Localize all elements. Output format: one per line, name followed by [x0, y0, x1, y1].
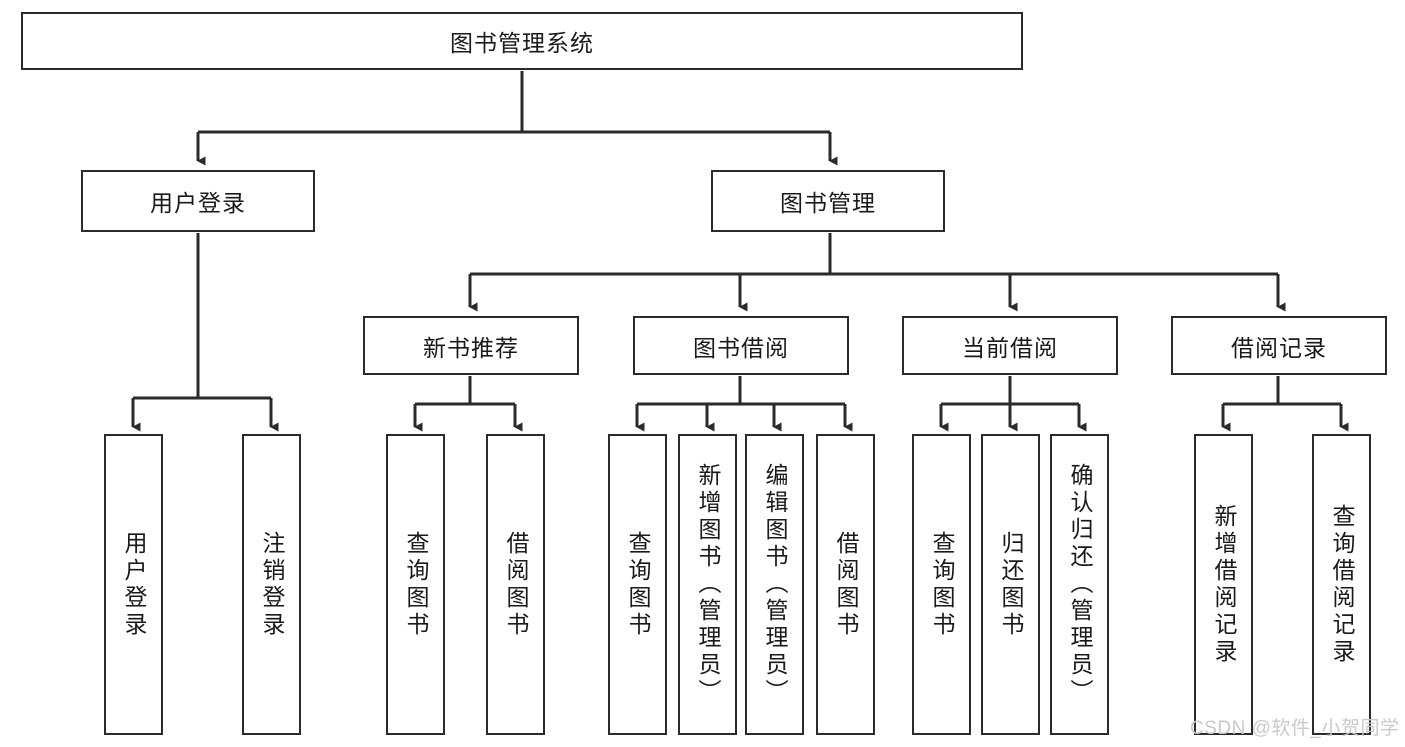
node-user-login[interactable]: 用户登录	[81, 170, 315, 232]
leaf-records-add-record[interactable]: 新增借阅记录	[1194, 434, 1253, 735]
node-label: 查询图书	[929, 530, 955, 639]
node-label: 图书管理系统	[450, 30, 594, 56]
node-current-borrow[interactable]: 当前借阅	[902, 316, 1118, 375]
node-label: 图书借阅	[693, 334, 789, 361]
node-label: 归还图书	[998, 530, 1024, 639]
leaf-borrow-edit-book-admin[interactable]: 编辑图书（管理员）	[745, 434, 804, 735]
node-label: 用户登录	[150, 190, 246, 216]
leaf-user-login-logout[interactable]: 注销登录	[242, 434, 301, 735]
node-book-borrow[interactable]: 图书借阅	[633, 316, 849, 375]
leaf-recommend-borrow-book[interactable]: 借阅图书	[486, 434, 545, 735]
node-label: 当前借阅	[962, 334, 1058, 361]
leaf-borrow-borrow-book[interactable]: 借阅图书	[816, 434, 875, 735]
node-label: 编辑图书（管理员）	[762, 463, 788, 706]
node-label: 查询图书	[625, 530, 651, 639]
node-label: 借阅记录	[1231, 334, 1327, 361]
leaf-current-query-book[interactable]: 查询图书	[912, 434, 971, 735]
node-label: 借阅图书	[503, 530, 529, 639]
leaf-current-confirm-return-admin[interactable]: 确认归还（管理员）	[1050, 434, 1109, 735]
node-label: 图书管理	[780, 190, 876, 216]
leaf-borrow-add-book-admin[interactable]: 新增图书（管理员）	[678, 434, 737, 735]
node-book-management[interactable]: 图书管理	[711, 170, 945, 232]
node-label: 新增借阅记录	[1211, 503, 1237, 666]
node-label: 新书推荐	[423, 334, 519, 361]
node-root-system[interactable]: 图书管理系统	[21, 12, 1023, 70]
leaf-user-login-login[interactable]: 用户登录	[104, 434, 163, 735]
node-new-book-recommend[interactable]: 新书推荐	[363, 316, 579, 375]
leaf-borrow-query-book[interactable]: 查询图书	[608, 434, 667, 735]
node-label: 用户登录	[121, 530, 147, 639]
node-label: 新增图书（管理员）	[695, 463, 721, 706]
leaf-records-query-record[interactable]: 查询借阅记录	[1312, 434, 1371, 735]
leaf-current-return-book[interactable]: 归还图书	[981, 434, 1040, 735]
watermark-text: CSDN @软件_小贺同学	[1190, 718, 1400, 739]
node-label: 确认归还（管理员）	[1067, 463, 1093, 706]
node-label: 借阅图书	[833, 530, 859, 639]
node-label: 查询借阅记录	[1329, 503, 1355, 666]
node-borrow-records[interactable]: 借阅记录	[1171, 316, 1387, 375]
node-label: 查询图书	[403, 530, 429, 639]
node-label: 注销登录	[259, 530, 285, 639]
leaf-recommend-query-book[interactable]: 查询图书	[386, 434, 445, 735]
